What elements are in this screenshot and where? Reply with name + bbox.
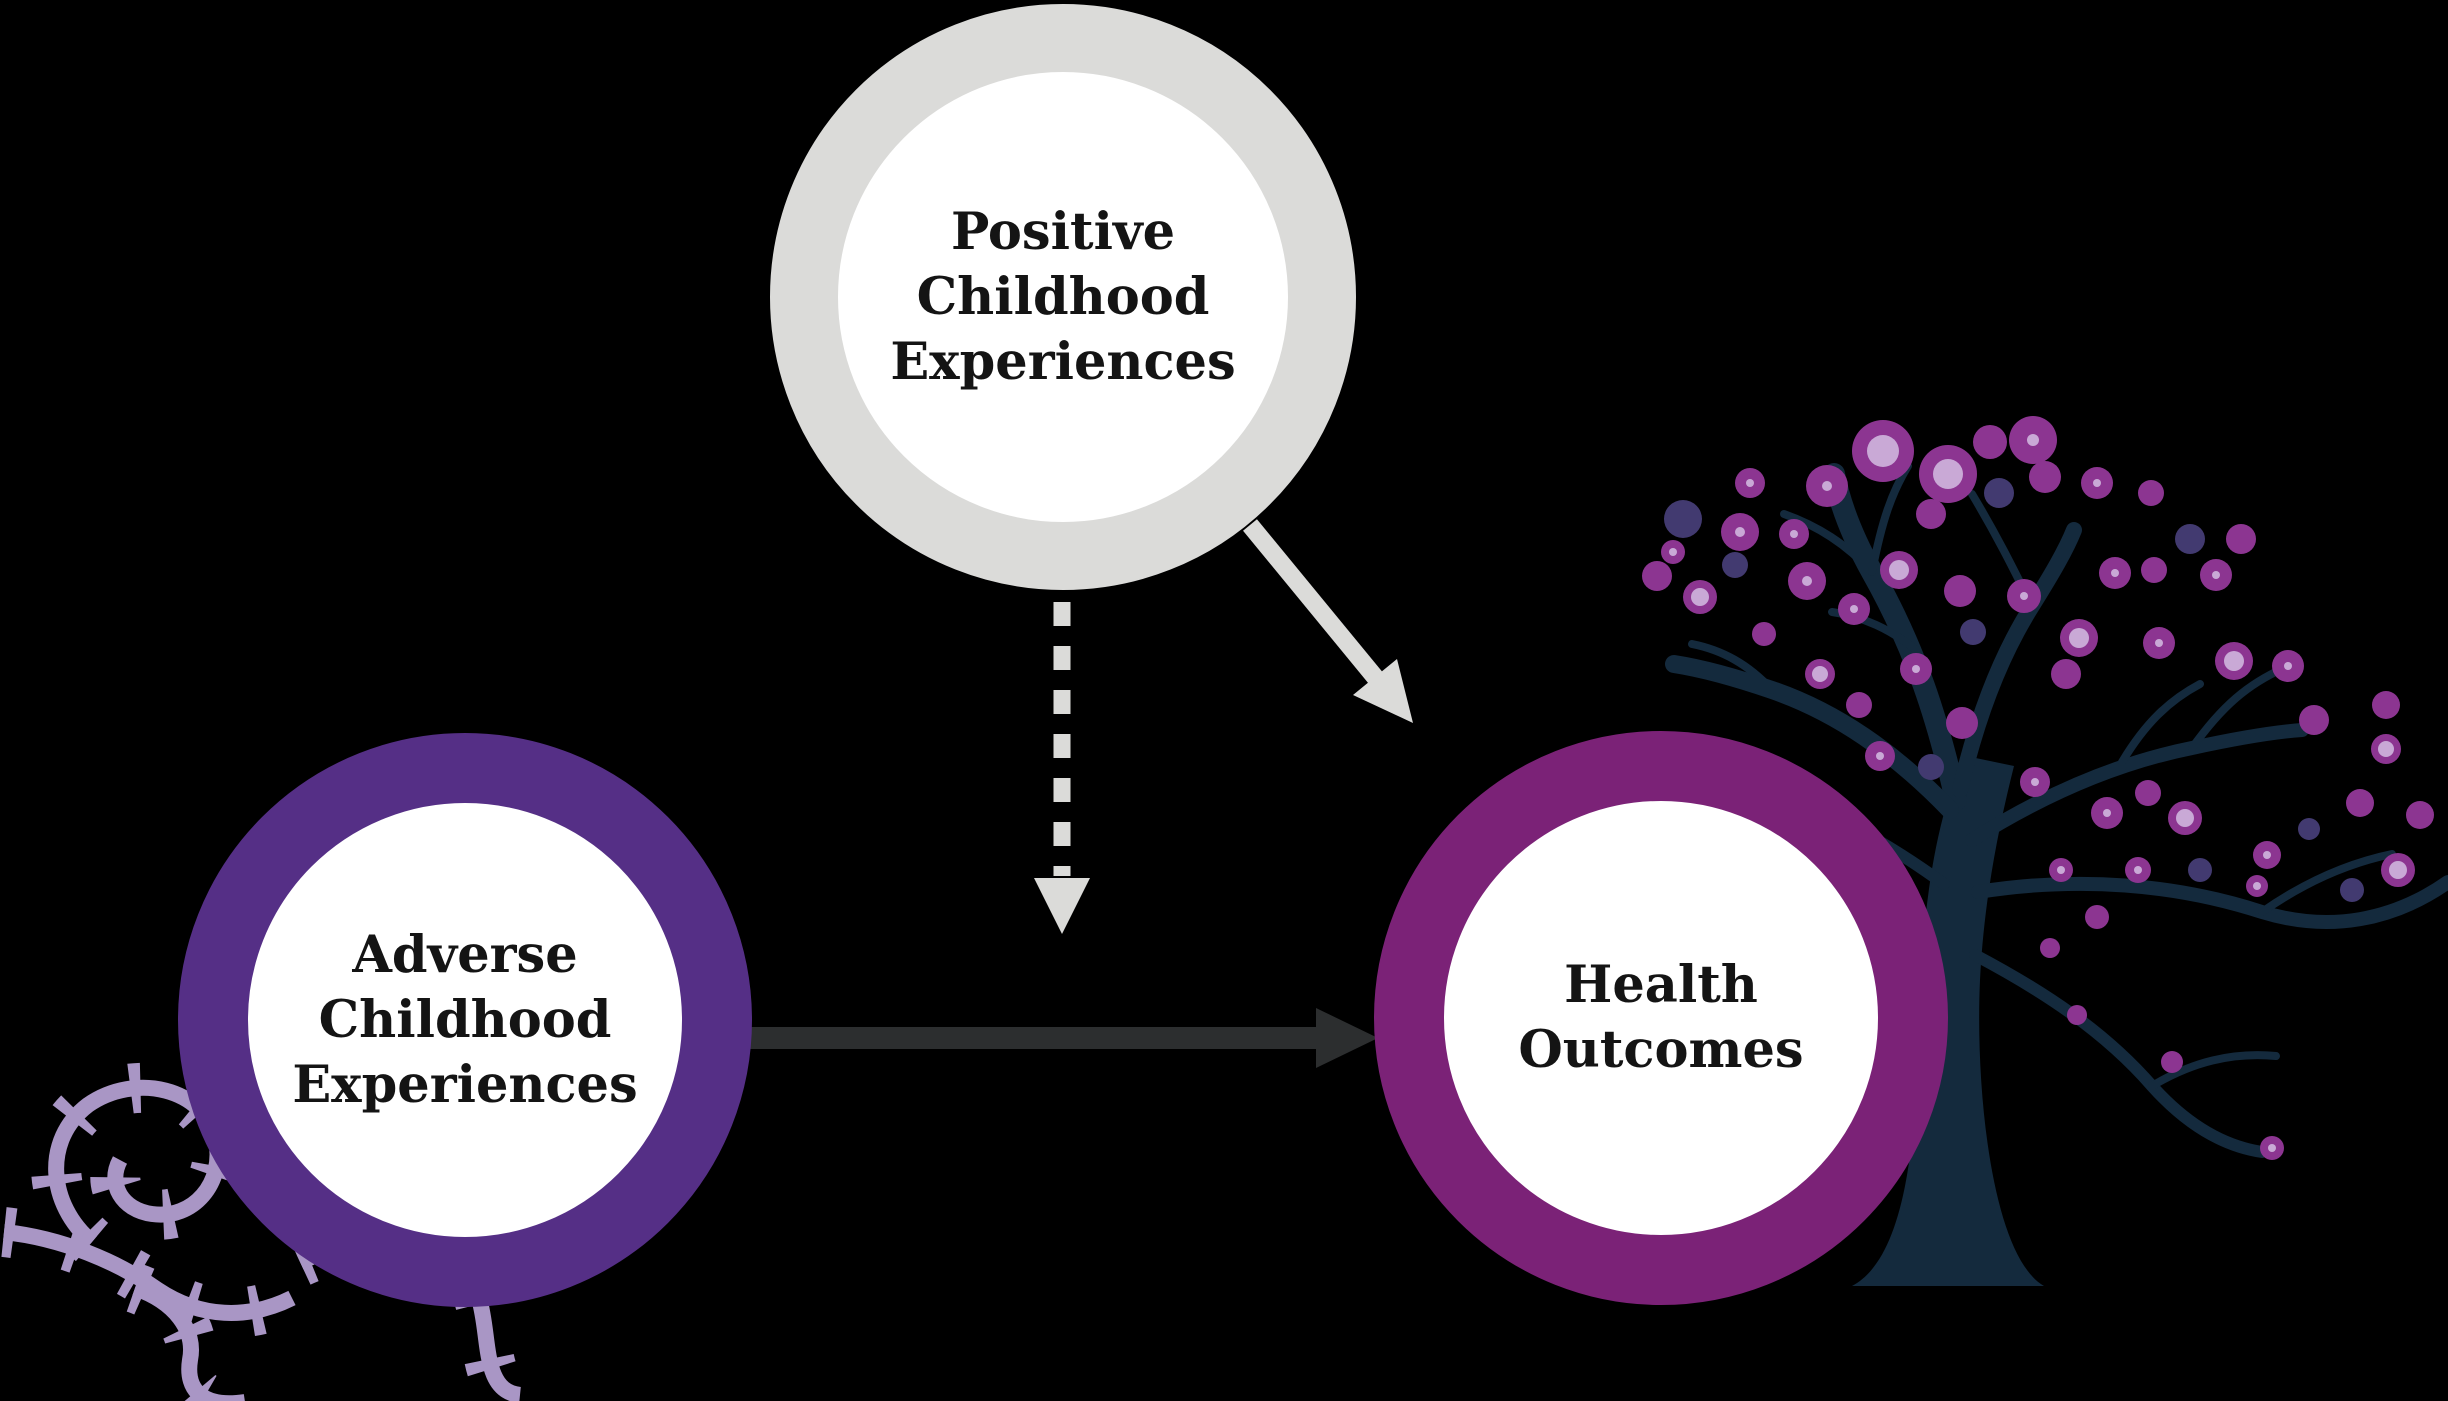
tree-dot-highlight (2093, 479, 2101, 487)
tree-branches (1665, 462, 2448, 1158)
tree-dot (1722, 552, 1748, 578)
tree-dot-highlight (2057, 866, 2065, 874)
tree-dot (1916, 499, 1946, 529)
tree-dot-highlight (1735, 527, 1745, 537)
node-health-outcomes: Health Outcomes (1374, 731, 1948, 1305)
tree-dot-highlight (1850, 605, 1858, 613)
tree-dot-highlight (1802, 576, 1812, 586)
tree-dot (2226, 524, 2256, 554)
tree-dot (2188, 858, 2212, 882)
tree-dot (1642, 561, 1672, 591)
node-label-line: Experiences (292, 1054, 638, 1115)
tree-dot (2029, 461, 2061, 493)
tree-dots (1642, 416, 2434, 1160)
tree-dot-highlight (1889, 560, 1909, 580)
tree-dot (2067, 1005, 2087, 1025)
tree-dot (1664, 500, 1702, 538)
tree-dot (1973, 425, 2007, 459)
tree-dot (2040, 938, 2060, 958)
tree-dot (1960, 619, 1986, 645)
tree-dot-highlight (2224, 651, 2244, 671)
tree-dot-highlight (2378, 741, 2394, 757)
tree-dot (2406, 801, 2434, 829)
node-label-line: Childhood (916, 266, 1210, 327)
node-label: Adverse Childhood Experiences (292, 923, 637, 1118)
tree-dot (2138, 480, 2164, 506)
tree-dot (2372, 691, 2400, 719)
tree-dot-highlight (2176, 809, 2194, 827)
tree-dot (2175, 524, 2205, 554)
tree-dot-highlight (2284, 662, 2292, 670)
node-label-line: Childhood (318, 989, 612, 1050)
tree-dot-highlight (2155, 639, 2163, 647)
node-label: Health Outcomes (1518, 953, 1803, 1083)
node-label-line: Positive (950, 201, 1176, 262)
node-label-line: Adverse (352, 924, 578, 985)
tree-dot-highlight (1912, 665, 1920, 673)
tree-dot-highlight (1867, 435, 1899, 467)
tree-dot-highlight (2111, 569, 2119, 577)
tree-dot (1846, 692, 1872, 718)
tree-dot (2141, 557, 2167, 583)
tree-dot (2346, 789, 2374, 817)
node-label-line: Experiences (890, 331, 1236, 392)
node-label-line: Health (1564, 955, 1758, 1015)
tree-dot-highlight (2212, 571, 2220, 579)
tree-trunk (1852, 756, 2044, 1286)
node-label: Positive Childhood Experiences (890, 200, 1235, 395)
tree-dot-highlight (1822, 481, 1832, 491)
node-label-line: Outcomes (1518, 1020, 1804, 1080)
arrows-layer (742, 519, 1413, 1068)
tree-dot (1944, 575, 1976, 607)
tree-dot (2340, 878, 2364, 902)
tree-dot (2299, 705, 2329, 735)
adverse-to-health-arrow (742, 1008, 1378, 1068)
tree-dot-highlight (2031, 778, 2039, 786)
tree-dot (2298, 818, 2320, 840)
positive-dashed-arrow (1034, 602, 1090, 934)
tree-dot-highlight (1812, 666, 1828, 682)
tree-dot (1752, 622, 1776, 646)
tree-dot (2085, 905, 2109, 929)
tree-dot-highlight (2263, 851, 2271, 859)
tree-dot-highlight (1933, 459, 1963, 489)
tree-dot-highlight (1746, 479, 1754, 487)
tree-dot-highlight (2103, 809, 2111, 817)
tree-dot-highlight (1669, 548, 1677, 556)
tree-illustration (1642, 416, 2448, 1286)
tree-dot-highlight (1876, 752, 1884, 760)
positive-to-health-arrow (1243, 519, 1413, 723)
tree-dot (1918, 754, 1944, 780)
tree-dot-highlight (1691, 588, 1709, 606)
tree-dot (2051, 659, 2081, 689)
squiggle-lower (125, 1264, 245, 1401)
tree-dot (1984, 478, 2014, 508)
tree-dot (2135, 780, 2161, 806)
tree-dot (1946, 707, 1978, 739)
tree-dot-highlight (1790, 530, 1798, 538)
tree-dot-highlight (2069, 628, 2089, 648)
tree-dot (2161, 1051, 2183, 1073)
tree-dot-highlight (2134, 866, 2142, 874)
tree-dot-highlight (2389, 861, 2407, 879)
tree-dot-highlight (2027, 434, 2039, 446)
tree-dot-highlight (2020, 592, 2028, 600)
tree-dot-highlight (2253, 882, 2261, 890)
node-adverse-childhood-experiences: Adverse Childhood Experiences (178, 733, 752, 1307)
node-positive-childhood-experiences: Positive Childhood Experiences (770, 4, 1356, 590)
tree-dot-highlight (2268, 1144, 2276, 1152)
